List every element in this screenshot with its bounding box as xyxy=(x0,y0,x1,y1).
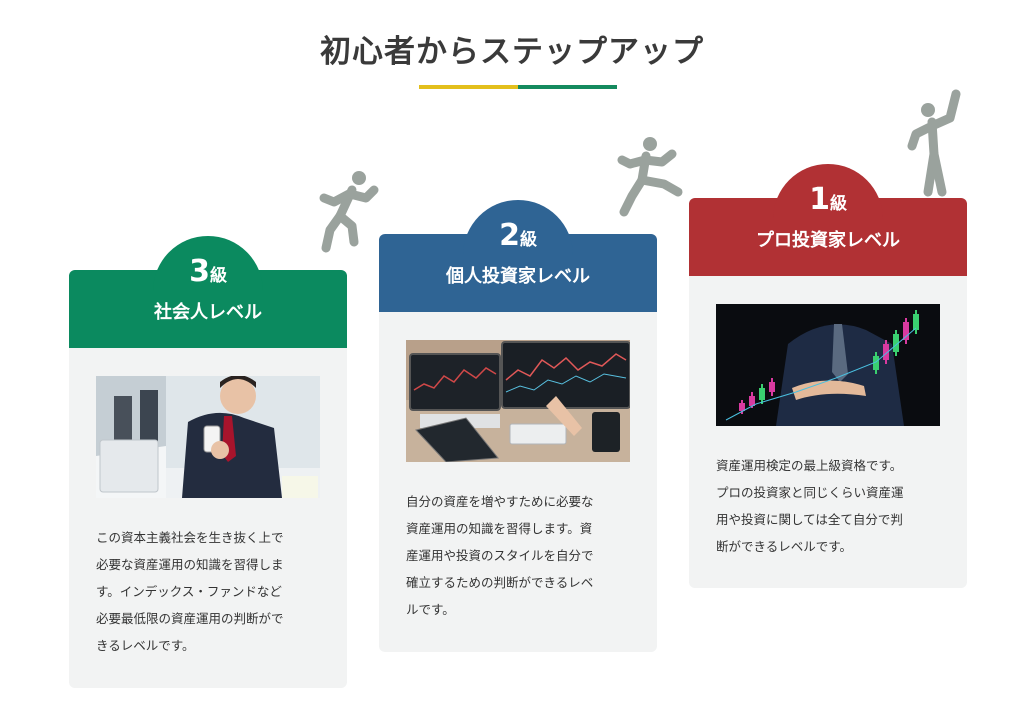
level-badge: 1級 xyxy=(689,182,967,217)
level-card-2: 2級 個人投資家レベル 自分の資産を増やすために必要な 資産運用の知識を習得しま… xyxy=(379,200,657,652)
level-name: プロ投資家レベル xyxy=(756,230,900,251)
running-figure-icon xyxy=(319,171,379,253)
page-title: 初心者からステップアップ xyxy=(320,34,704,70)
level-description-text: 資産運用検定の最上級資格です。 プロの投資家と同じくらい資産運 用や投資に関して… xyxy=(716,458,904,554)
level-description-text: この資本主義社会を生き抜く上で 必要な資産運用の知識を習得しま す。インデックス… xyxy=(96,530,284,653)
level-description: 資産運用検定の最上級資格です。 プロの投資家と同じくらい資産運 用や投資に関して… xyxy=(716,452,942,560)
level-number: 3 xyxy=(189,254,210,289)
level-description-text: 自分の資産を増やすために必要な 資産運用の知識を習得します。資 産運用や投資のス… xyxy=(406,494,594,617)
level-suffix: 級 xyxy=(519,230,537,250)
title-underline-yellow xyxy=(419,85,518,89)
level-description: 自分の資産を増やすために必要な 資産運用の知識を習得します。資 産運用や投資のス… xyxy=(406,488,632,623)
level-suffix: 級 xyxy=(209,266,227,286)
level-badge: 2級 xyxy=(379,218,657,253)
businessman-with-smartphone-photo xyxy=(96,376,320,498)
level-description: この資本主義社会を生き抜く上で 必要な資産運用の知識を習得しま す。インデックス… xyxy=(96,524,322,659)
level-card-1: 1級 プロ投資家レベル xyxy=(689,164,967,588)
level-number: 2 xyxy=(499,218,520,253)
trading-monitors-photo xyxy=(406,340,630,462)
level-name: 個人投資家レベル xyxy=(446,266,590,287)
level-badge: 3級 xyxy=(69,254,347,289)
businessman-with-candlestick-chart-photo xyxy=(716,304,940,426)
level-card-3: 3級 社会人レベル この資本主義社会を生き抜く上で 必要な資産運用の知識を習得し… xyxy=(69,236,347,688)
celebrating-figure-icon xyxy=(907,89,961,197)
level-name: 社会人レベル xyxy=(154,302,262,323)
level-suffix: 級 xyxy=(829,194,847,214)
jumping-figure-icon xyxy=(617,137,683,217)
title-underline-green xyxy=(518,85,617,89)
level-number: 1 xyxy=(809,182,830,217)
